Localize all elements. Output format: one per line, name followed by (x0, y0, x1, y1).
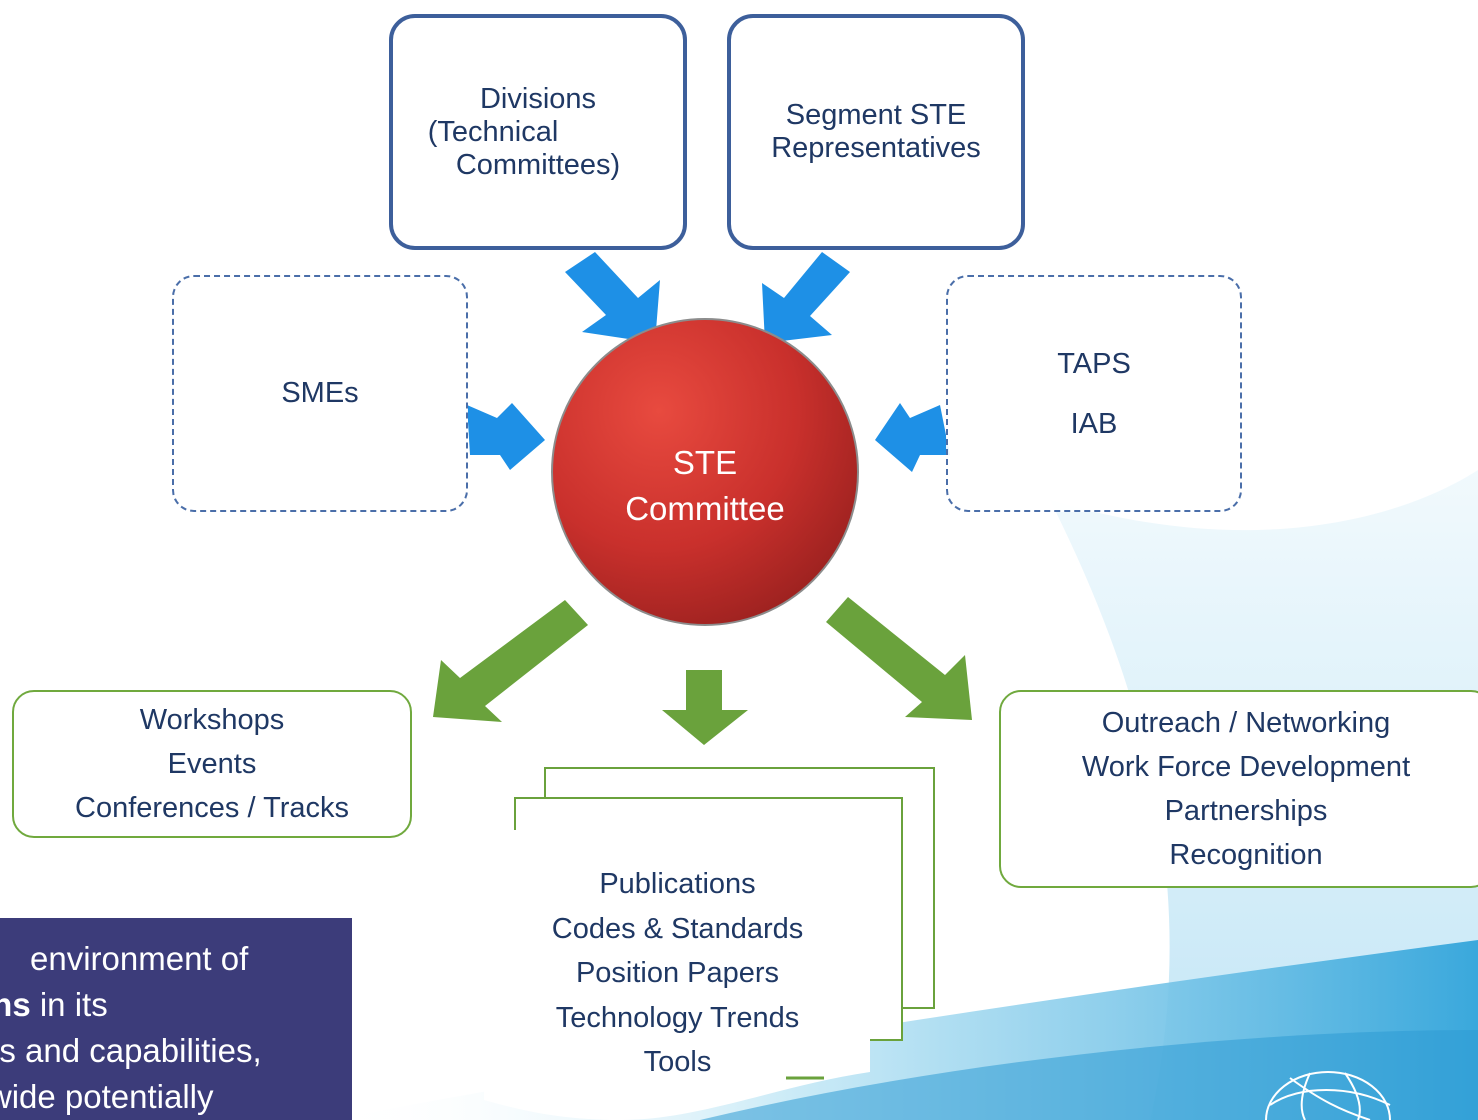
arrow-smes-to-committee (467, 403, 545, 470)
publications-line-5: Tools (643, 1046, 712, 1078)
divisions-line-3: Committees) (455, 148, 621, 181)
segment-line-2: Representatives (771, 132, 981, 164)
smes-box: SMEs (172, 275, 468, 512)
divisions-line-2: (Technical (427, 115, 559, 148)
note-line-3: ls and capabilities, (0, 1032, 262, 1069)
divisions-line-1: Divisions (479, 82, 597, 115)
globe-logo (1265, 1071, 1391, 1120)
taps-label: TAPS (1057, 347, 1131, 380)
arrow-committee-to-outreach (826, 597, 972, 720)
publications-line-4: Technology Trends (555, 1001, 800, 1034)
arrow-committee-to-workshops (433, 600, 588, 722)
arrow-divisions-to-committee (565, 252, 660, 343)
taps-iab-box: TAPS IAB (946, 275, 1242, 512)
iab-label: IAB (1070, 407, 1118, 440)
publications-line-1: Publications (599, 868, 756, 900)
divisions-box: Divisions (Technical Committees) (389, 14, 687, 250)
events-line-3: Conferences / Tracks (75, 792, 349, 824)
publications-line-3: Position Papers (575, 957, 780, 989)
committee-circle (551, 318, 859, 626)
note-line-4: hd wide potentially (0, 1078, 214, 1115)
arrow-taps-to-committee (875, 403, 950, 472)
segment-ste-box: Segment STE Representatives (727, 14, 1025, 250)
arrow-committee-to-publications (662, 670, 748, 745)
outreach-line-4: Recognition (1169, 839, 1323, 871)
committee-label: STE Committee (555, 440, 855, 532)
arrow-segment-to-committee (762, 252, 850, 343)
events-line-1: Workshops (139, 704, 285, 736)
outreach-line-2: Work Force Development (1081, 751, 1411, 783)
note-line-2-rest: in its (30, 986, 108, 1023)
smes-label: SMEs (281, 377, 359, 409)
outreach-box: Outreach / Networking Work Force Develop… (999, 690, 1478, 888)
segment-line-1: Segment STE (785, 99, 967, 131)
committee-line-1: STE (672, 444, 738, 481)
note-line-2-bold: ons (0, 986, 31, 1023)
publications-line-2: Codes & Standards (551, 912, 804, 945)
note-line-1: environment of (30, 940, 249, 977)
outreach-line-1: Outreach / Networking (1101, 707, 1391, 739)
note-line-2: ons in its (0, 982, 108, 1028)
outreach-line-3: Partnerships (1164, 795, 1328, 827)
publications-list: Publications Codes & Standards Position … (500, 862, 855, 1085)
events-line-2: Events (167, 748, 257, 780)
publications-document-stack (484, 767, 935, 1120)
committee-line-2: Committee (625, 490, 785, 527)
events-box: Workshops Events Conferences / Tracks (12, 690, 412, 838)
note-panel: environment of ons in its ls and capabil… (0, 918, 352, 1120)
